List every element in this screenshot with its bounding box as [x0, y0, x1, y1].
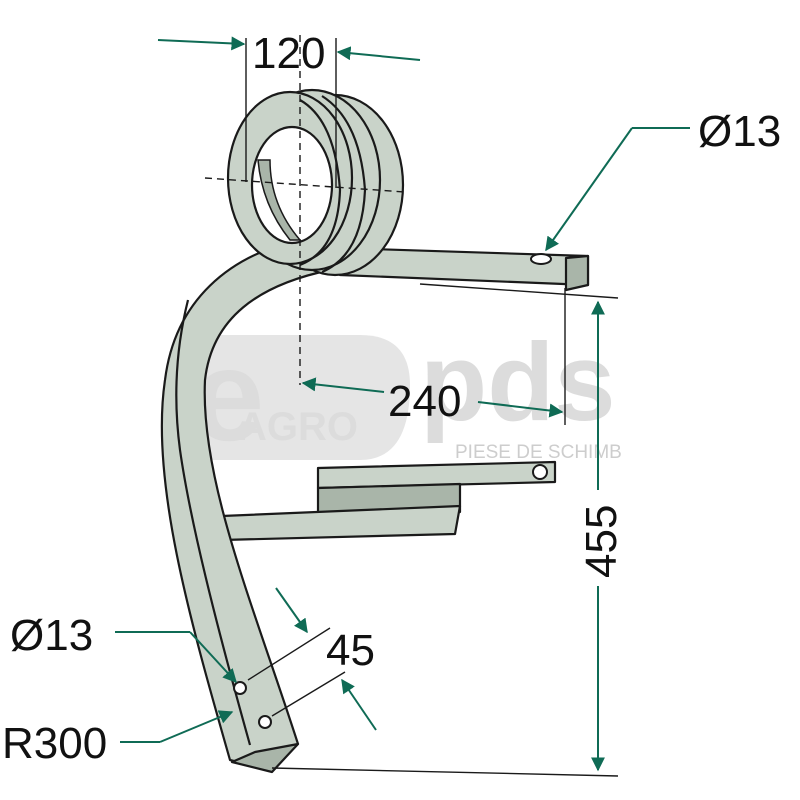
dimension-total-height: 455 [577, 300, 626, 772]
dimension-mount-hole: Ø13 [545, 107, 781, 252]
tip-hole-1 [233, 681, 247, 695]
tip-hole-2 [258, 715, 272, 729]
dim-tip-hole-label: Ø13 [10, 611, 93, 660]
mount-hole [530, 253, 552, 265]
dim-240-label: 240 [388, 377, 461, 426]
watermark-suffix: pds [420, 321, 616, 444]
spring-coil [226, 88, 405, 277]
coil-axis-horizontal [204, 177, 406, 193]
dim-r300-label: R300 [2, 719, 107, 768]
watermark-main: AGRO [238, 405, 358, 449]
watermark-tagline: PIESE DE SCHIMB [455, 442, 622, 463]
dimension-arm-length: 240 [301, 377, 564, 426]
watermark-shape [180, 335, 410, 460]
dim-45-label: 45 [326, 626, 375, 675]
watermark: e AGRO pds PIESE DE SCHIMB [180, 321, 622, 468]
dimension-bend-radius: R300 [2, 710, 234, 768]
dim-mount-hole-label: Ø13 [698, 107, 781, 156]
ext-top [419, 283, 619, 299]
ext-bottom [271, 767, 619, 777]
dimension-coil-width: 120 [157, 29, 421, 78]
dimension-tip-hole: Ø13 [10, 611, 237, 684]
dim-455-label: 455 [577, 505, 626, 578]
ext-hole-1 [247, 627, 331, 681]
ext-hole-2 [271, 671, 346, 717]
dimension-hole-spacing: 45 [275, 587, 377, 731]
tine-leg [160, 238, 332, 774]
lower-arm [220, 460, 557, 542]
dim-120-label: 120 [252, 29, 325, 78]
